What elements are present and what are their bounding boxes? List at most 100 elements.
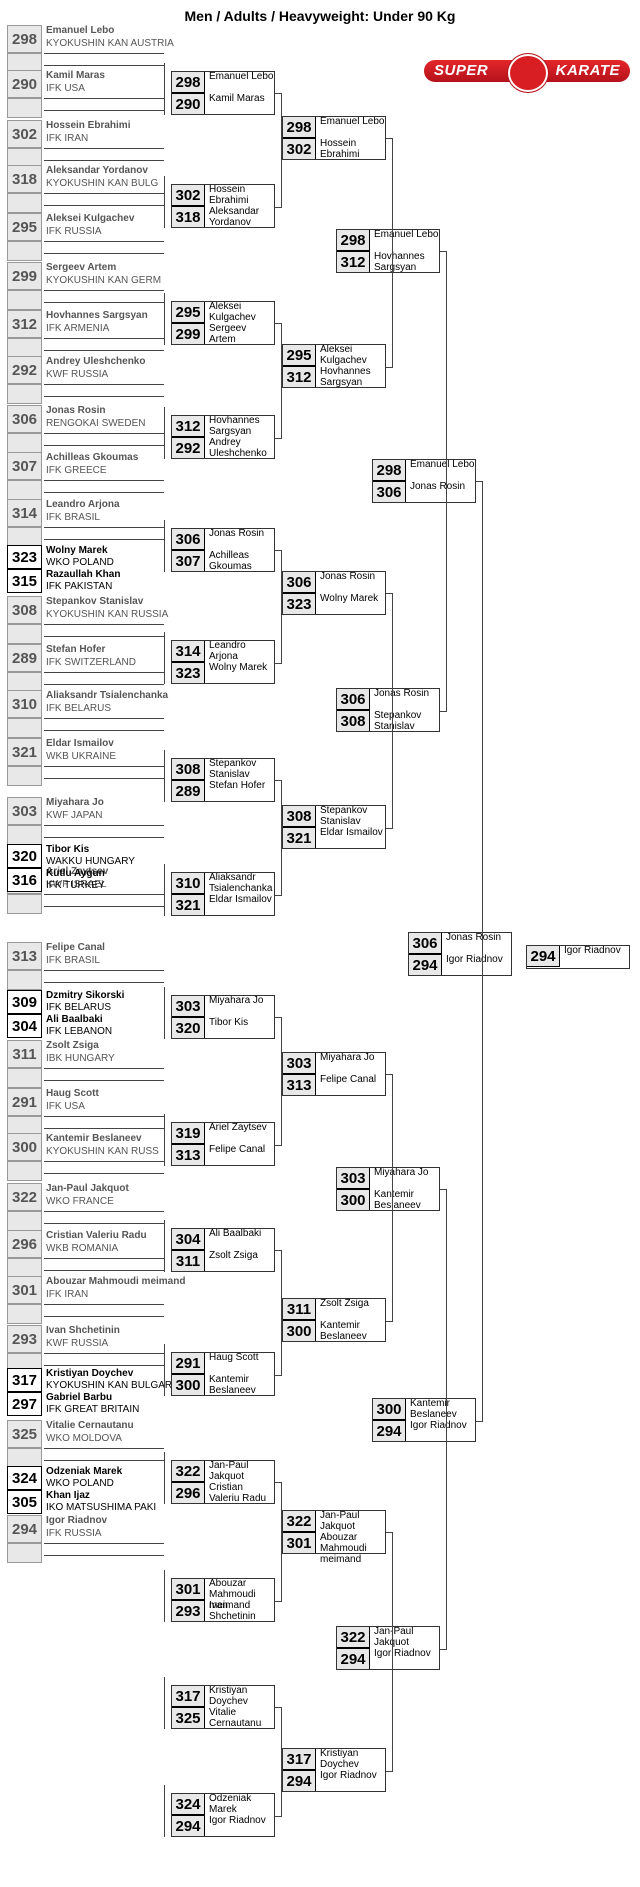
fist-icon <box>508 54 548 92</box>
competitor-name: Emanuel Lebo <box>209 71 274 82</box>
match-border <box>336 229 440 273</box>
match-border <box>282 1052 386 1096</box>
seed-number: 315 <box>7 569 42 593</box>
competitor-name: Zsolt Zsiga <box>320 1298 369 1309</box>
seed-number: 308 <box>282 805 316 827</box>
empty-seed <box>7 1304 42 1324</box>
bracket-connector <box>164 1785 165 1837</box>
competitor-name: Aliaksandr Tsialenchanka <box>209 872 273 894</box>
competitor-name: Kutlu Aygun <box>46 868 105 879</box>
slot-line <box>44 302 164 303</box>
seed-number: 318 <box>7 165 42 193</box>
slot-line <box>44 825 164 826</box>
competitor-club: IFK RUSSIA <box>46 1528 102 1539</box>
empty-seed <box>7 672 42 692</box>
competitor-name: Hovhannes Sargsyan <box>374 251 425 273</box>
match-border <box>171 1122 275 1166</box>
slot-line <box>44 778 164 779</box>
competitor-name: Wolny Marek <box>209 662 268 673</box>
seed-number: 295 <box>7 213 42 241</box>
slot-line <box>44 1128 164 1129</box>
empty-seed <box>7 970 42 990</box>
slot-line <box>44 445 164 446</box>
competitor-name: Aliaksandr Tsialenchanka <box>46 690 169 701</box>
bracket-connector <box>275 1707 282 1817</box>
seed-number: 307 <box>7 452 42 480</box>
competitor-name: Jan-Paul Jakquot <box>209 1460 249 1482</box>
competitor-name: Tibor Kis <box>209 1017 249 1028</box>
seed-number: 312 <box>7 310 42 338</box>
match-border <box>282 344 386 388</box>
